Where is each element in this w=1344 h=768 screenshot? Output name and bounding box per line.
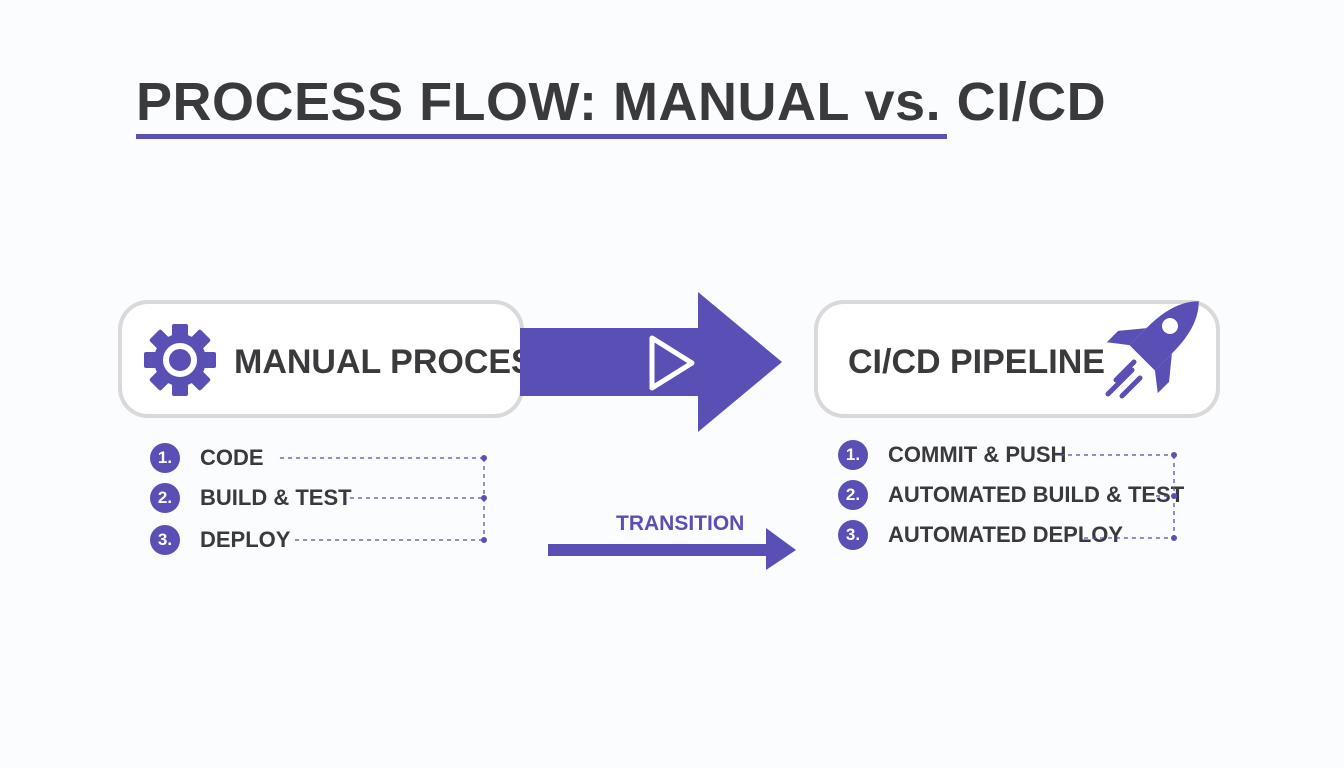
step-number: 2. (838, 480, 868, 510)
step-label: AUTOMATED DEPLOY (888, 522, 1124, 547)
step-label: COMMIT & PUSH (888, 442, 1067, 467)
step-number: 1. (150, 443, 180, 473)
list-item: 3. AUTOMATED DEPLOY (838, 519, 1123, 551)
manual-steps-connector (280, 455, 487, 543)
cicd-steps-connector (1060, 452, 1177, 541)
list-item: 1. CODE (150, 442, 264, 474)
page-title: PROCESS FLOW: MANUAL vs. CI/CD (136, 72, 1107, 132)
step-label: AUTOMATED BUILD & TEST (888, 482, 1185, 507)
list-item: 2. AUTOMATED BUILD & TEST (838, 479, 1184, 511)
cicd-pipeline-label: CI/CD PIPELINE (848, 343, 1105, 381)
step-number: 2. (150, 483, 180, 513)
list-item: 2. BUILD & TEST (150, 482, 352, 514)
gear-icon (144, 324, 216, 396)
step-number: 1. (838, 440, 868, 470)
manual-process-box: MANUAL PROCESS (118, 300, 556, 418)
rocket-icon (1105, 301, 1199, 399)
manual-process-label: MANUAL PROCESS (234, 343, 557, 381)
step-number: 3. (150, 525, 180, 555)
play-icon (649, 335, 695, 391)
main-flow-arrow (520, 292, 782, 432)
list-item: 3. DEPLOY (150, 524, 290, 556)
step-label: BUILD & TEST (200, 485, 352, 510)
transition-label: TRANSITION (616, 512, 745, 535)
list-item: 1. COMMIT & PUSH (838, 439, 1066, 471)
cicd-pipeline-box: CI/CD PIPELINE (814, 300, 1220, 418)
step-label: DEPLOY (200, 527, 291, 552)
transition-arrow (548, 528, 796, 570)
title-underline (136, 134, 947, 139)
step-number: 3. (838, 520, 868, 550)
step-label: CODE (200, 445, 264, 470)
